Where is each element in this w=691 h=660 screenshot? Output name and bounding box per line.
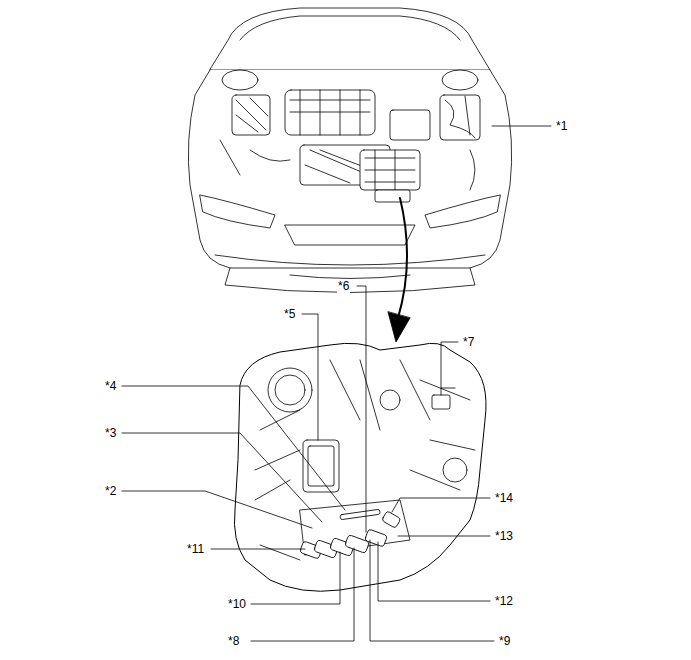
hoses — [220, 140, 475, 190]
callout-number: *6 — [337, 279, 350, 293]
grille — [285, 225, 415, 245]
component — [232, 95, 270, 135]
ecu-box-inner — [308, 446, 334, 486]
callout-number: *5 — [283, 307, 296, 321]
callout-number: *14 — [494, 491, 514, 505]
engine-detail — [290, 90, 370, 135]
leader-lines — [122, 126, 551, 641]
transaxle-detail — [365, 150, 415, 190]
wiring — [445, 96, 475, 138]
callout-number: *7 — [462, 335, 475, 349]
callout-number: *13 — [494, 529, 514, 543]
callout-number: *1 — [555, 119, 568, 133]
hood — [210, 8, 490, 70]
bumper-lower — [290, 275, 410, 279]
battery — [390, 110, 430, 140]
wiring — [236, 98, 268, 132]
transaxle-small — [360, 150, 420, 190]
headlight — [200, 195, 275, 228]
callout-number: *12 — [494, 594, 514, 608]
strut-tower — [442, 70, 478, 90]
arrow-head — [388, 312, 410, 342]
transaxle-case — [234, 343, 486, 591]
bumper-line — [215, 255, 485, 265]
solenoids — [300, 509, 401, 559]
component — [440, 95, 480, 140]
transaxle-bottom — [375, 190, 410, 202]
callout-number: *4 — [104, 379, 117, 393]
shaft-boss — [443, 458, 467, 482]
strut-tower — [222, 70, 258, 90]
headlight — [425, 195, 500, 228]
hood-inner — [240, 16, 460, 40]
housing-bore — [268, 368, 312, 412]
callout-number: *8 — [227, 634, 240, 648]
housing-bore — [275, 375, 305, 405]
body-outline — [188, 70, 511, 268]
ecu-box — [303, 440, 339, 492]
arrow-curve — [398, 198, 407, 318]
sensor-lead — [441, 388, 455, 395]
casting-ribs — [255, 360, 475, 560]
shaft-boss — [380, 390, 400, 410]
callout-number: *9 — [498, 634, 511, 648]
callout-number: *3 — [104, 426, 117, 440]
bumper — [225, 268, 475, 293]
callout-number: *10 — [227, 597, 247, 611]
callout-number: *11 — [186, 542, 205, 556]
engine — [285, 90, 375, 135]
sensor — [432, 395, 450, 409]
callout-number: *2 — [104, 484, 117, 498]
